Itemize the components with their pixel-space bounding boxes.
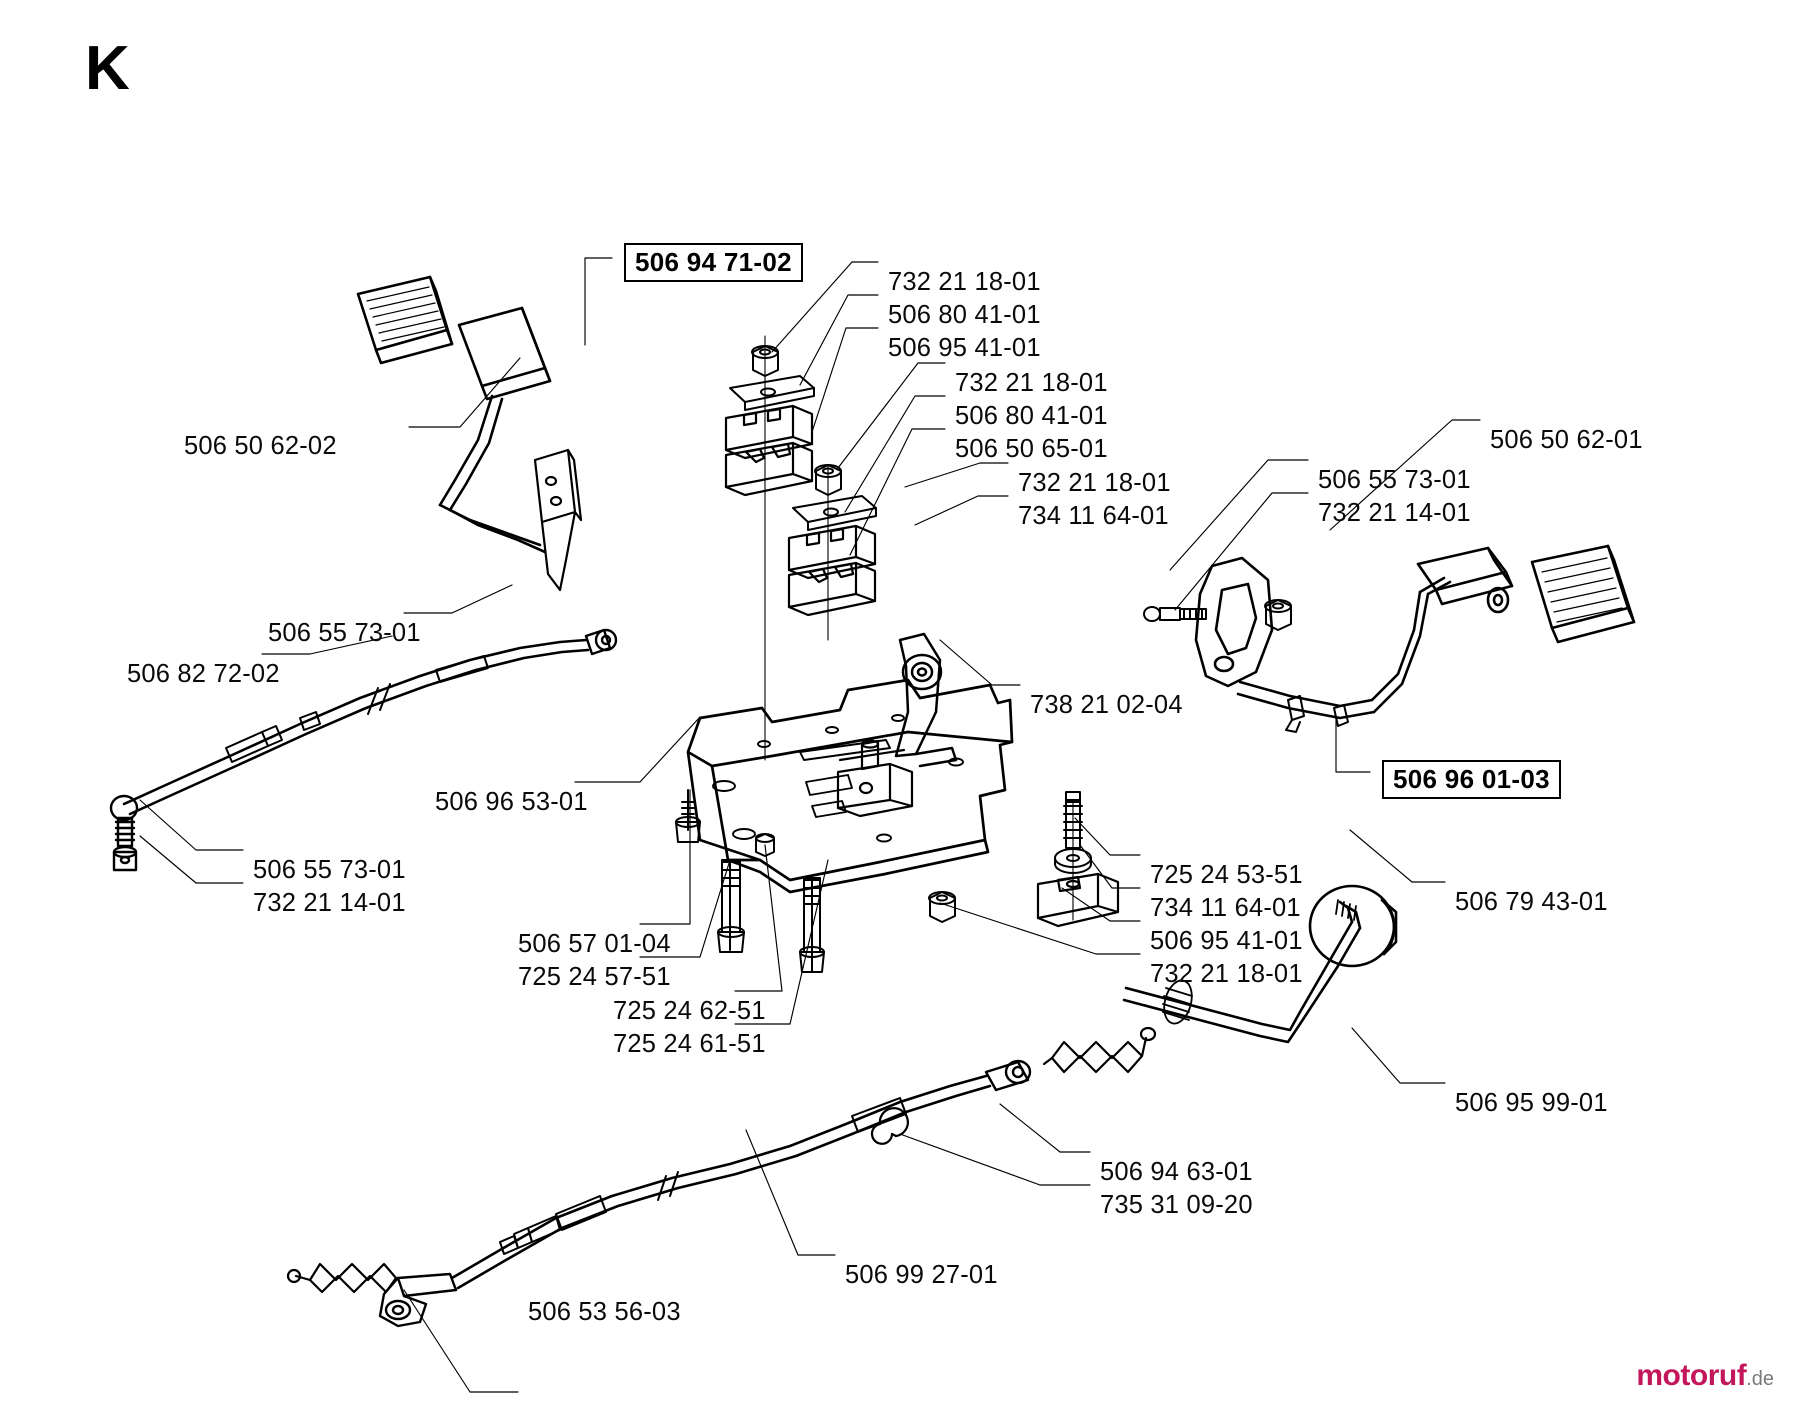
left-cable-end bbox=[109, 794, 139, 872]
part-number-label: 506 99 27-01 bbox=[845, 1261, 998, 1289]
part-number-label: 732 21 18-01 bbox=[1018, 469, 1171, 497]
part-number-label: 732 21 18-01 bbox=[955, 369, 1108, 397]
part-number-label: 734 11 64-01 bbox=[1018, 502, 1169, 530]
part-number-label: 506 95 99-01 bbox=[1455, 1089, 1608, 1117]
right-pedal-arm-housing bbox=[1416, 546, 1514, 614]
part-number-label: 732 21 18-01 bbox=[1150, 960, 1303, 988]
pivot-bracket bbox=[894, 632, 958, 768]
part-number-label: 506 50 65-01 bbox=[955, 435, 1108, 463]
part-number-label: 506 94 63-01 bbox=[1100, 1158, 1253, 1186]
hex-nut-plate-left bbox=[755, 833, 775, 857]
nut-upper-2 bbox=[814, 464, 842, 496]
circlip bbox=[870, 1107, 909, 1145]
rod-collar bbox=[1162, 979, 1193, 1025]
part-number-label: 506 79 43-01 bbox=[1455, 888, 1608, 916]
part-number-label: 725 24 57-51 bbox=[518, 963, 671, 991]
block-upper-2a bbox=[787, 524, 877, 580]
part-number-label: 732 21 18-01 bbox=[888, 268, 1041, 296]
block-upper-1a bbox=[724, 404, 814, 460]
part-number-label: 725 24 62-51 bbox=[613, 997, 766, 1025]
right-small-screw bbox=[1143, 606, 1207, 622]
part-number-label: 506 80 41-01 bbox=[955, 402, 1108, 430]
left-pedal-bracket bbox=[533, 448, 583, 592]
bolt-2 bbox=[717, 859, 745, 953]
plate-upper-2 bbox=[792, 495, 877, 531]
bottom-cable-bracket bbox=[378, 1272, 458, 1328]
left-pedal-arm bbox=[438, 306, 552, 554]
watermark-tld: .de bbox=[1746, 1368, 1774, 1390]
part-number-label: 506 82 72-02 bbox=[127, 660, 280, 688]
part-number-label: 506 55 73-01 bbox=[253, 856, 406, 884]
right-pedal-pad bbox=[1530, 544, 1636, 644]
nut-upper-1 bbox=[751, 345, 779, 377]
shift-knob bbox=[1308, 884, 1398, 968]
boxed-part-number: 506 96 01-03 bbox=[1382, 760, 1561, 799]
part-number-label: 506 50 62-02 bbox=[184, 432, 337, 460]
part-number-label: 506 50 62-01 bbox=[1490, 426, 1643, 454]
plate-upper-1 bbox=[729, 375, 815, 411]
right-pedal-lever bbox=[1194, 556, 1274, 688]
part-number-label: 506 80 41-01 bbox=[888, 301, 1041, 329]
block-upper-1b bbox=[724, 441, 814, 497]
part-number-label: 506 95 41-01 bbox=[888, 334, 1041, 362]
screw-right bbox=[1063, 791, 1083, 849]
washer-right bbox=[1054, 848, 1092, 874]
right-pedal-arm-tube bbox=[1236, 576, 1452, 720]
extension-spring bbox=[1042, 1026, 1157, 1074]
bolt-1 bbox=[675, 789, 701, 843]
part-number-label: 506 57 01-04 bbox=[518, 930, 671, 958]
leader-lines bbox=[139, 257, 1481, 1393]
part-number-label: 506 95 41-01 bbox=[1150, 927, 1303, 955]
section-letter: K bbox=[85, 34, 130, 103]
left-cable-tip bbox=[584, 628, 618, 656]
part-number-label: 735 31 09-20 bbox=[1100, 1191, 1253, 1219]
part-number-label: 725 24 53-51 bbox=[1150, 861, 1303, 889]
part-number-label: 734 11 64-01 bbox=[1150, 894, 1301, 922]
part-number-label: 725 24 61-51 bbox=[613, 1030, 766, 1058]
block-right bbox=[1036, 872, 1120, 928]
bolt-3 bbox=[799, 877, 825, 973]
left-pedal-pad bbox=[356, 275, 454, 365]
part-number-label: 506 55 73-01 bbox=[268, 619, 421, 647]
block-upper-2b bbox=[787, 561, 877, 617]
hex-nut-plate-right bbox=[928, 891, 956, 923]
bottom-spring bbox=[286, 1262, 398, 1294]
left-cable bbox=[122, 638, 590, 816]
right-pedal-nut bbox=[1264, 599, 1292, 631]
plate-lever-block bbox=[836, 739, 914, 818]
boxed-part-number: 506 94 71-02 bbox=[624, 243, 803, 282]
part-number-label: 506 55 73-01 bbox=[1318, 466, 1471, 494]
base-plate bbox=[686, 678, 1014, 894]
watermark-brand: motoruf bbox=[1636, 1359, 1747, 1392]
part-number-label: 732 21 14-01 bbox=[253, 889, 406, 917]
part-number-label: 738 21 02-04 bbox=[1030, 691, 1183, 719]
part-number-label: 732 21 14-01 bbox=[1318, 499, 1471, 527]
part-number-label: 506 96 53-01 bbox=[435, 788, 588, 816]
watermark: motoruf.de bbox=[1636, 1361, 1774, 1391]
bottom-cable bbox=[450, 1074, 992, 1290]
bottom-cable-eye bbox=[984, 1059, 1032, 1092]
part-number-label: 506 53 56-03 bbox=[528, 1298, 681, 1326]
